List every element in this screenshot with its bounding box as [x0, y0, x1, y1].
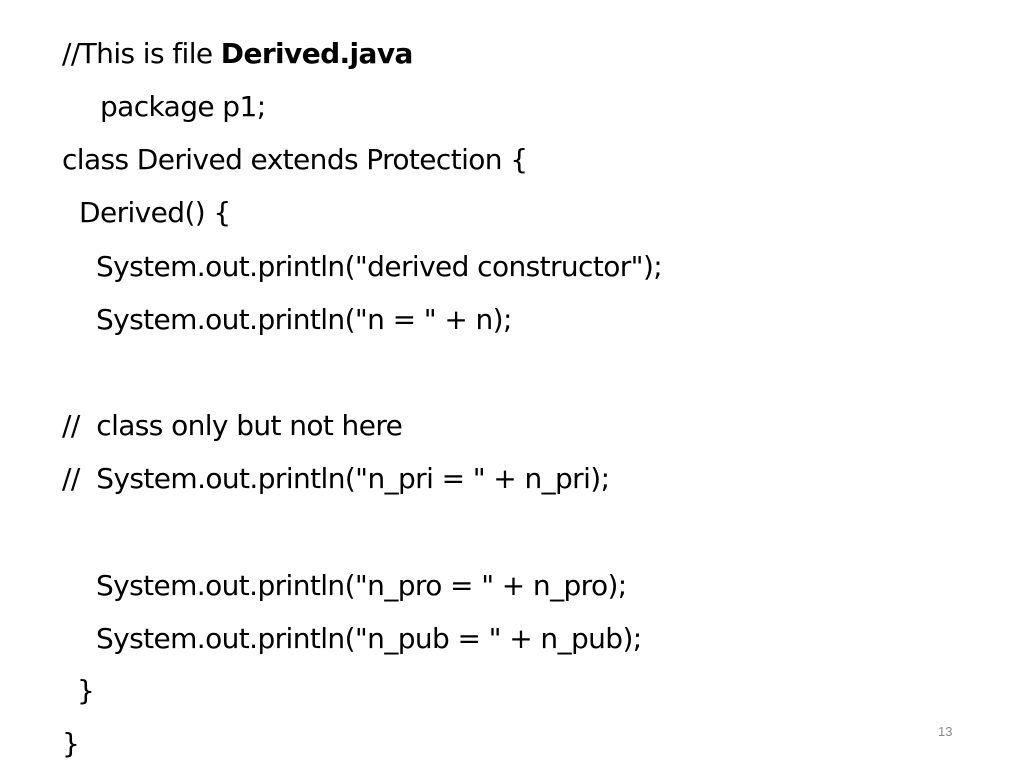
file-name: Derived.java — [220, 37, 414, 70]
class-closing-brace: } — [62, 727, 80, 760]
file-comment-line: //This is file Derived.java — [62, 37, 413, 71]
print-n-pro-line: System.out.println("n_pro = " + n_pro); — [96, 569, 627, 602]
constructor-declaration-line: Derived() { — [79, 196, 231, 229]
print-constructor-line: System.out.println("derived constructor"… — [96, 250, 663, 283]
print-n-pub-line: System.out.println("n_pub = " + n_pub); — [96, 622, 642, 655]
file-comment-prefix: //This is file — [62, 37, 221, 70]
comment-class-only-line: // class only but not here — [62, 409, 403, 442]
print-n-line: System.out.println("n = " + n); — [96, 303, 512, 336]
constructor-closing-brace: } — [77, 674, 95, 707]
class-declaration-line: class Derived extends Protection { — [62, 143, 528, 176]
comment-print-n-pri-line: // System.out.println("n_pri = " + n_pri… — [62, 462, 610, 495]
page-number: 13 — [938, 724, 953, 739]
package-line: package p1; — [100, 90, 266, 123]
